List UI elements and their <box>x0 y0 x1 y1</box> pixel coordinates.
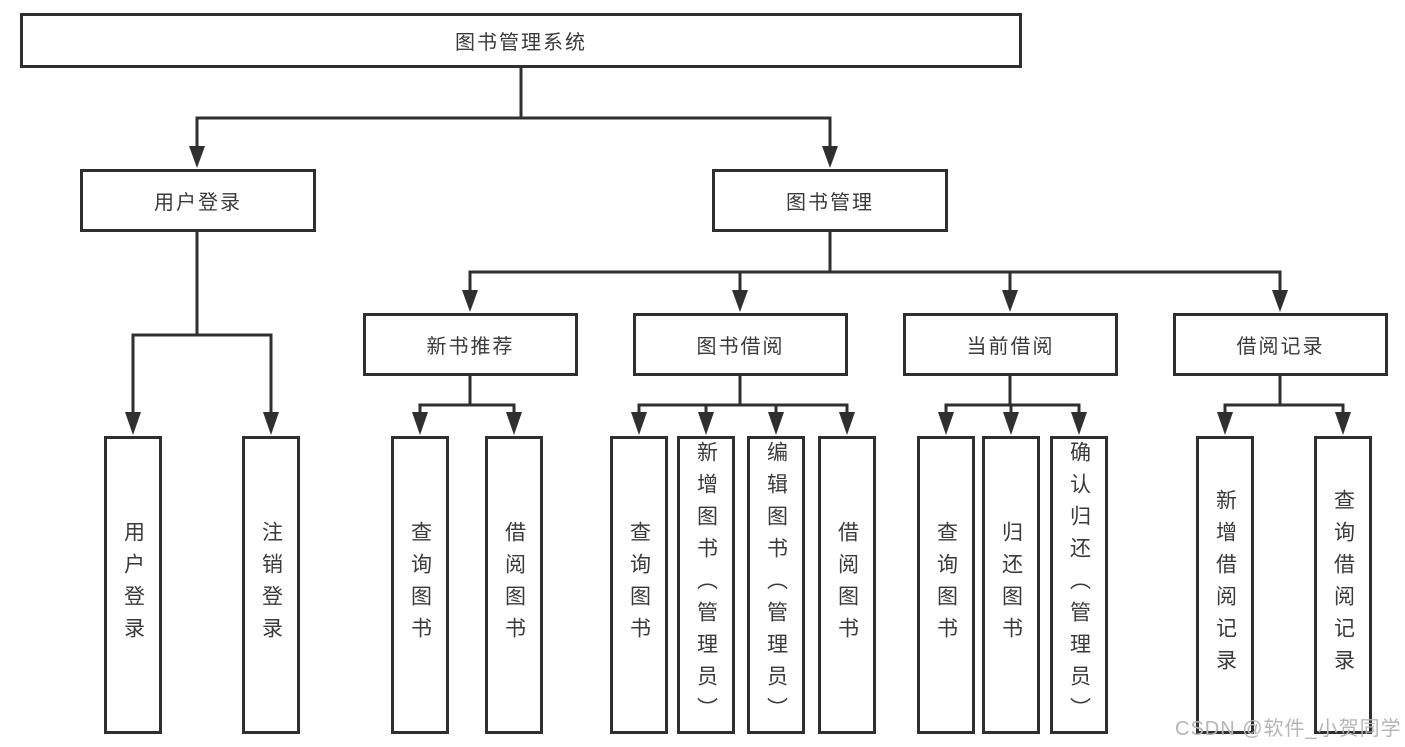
leaf-user-login: 用户登录 <box>104 436 162 734</box>
arrowhead-icon <box>839 412 855 435</box>
node-book-borrow-label: 图书借阅 <box>696 336 785 358</box>
arrowhead-icon <box>1002 290 1018 312</box>
leaf-user-login-label: 用户登录 <box>121 521 145 649</box>
connector-path <box>131 66 1345 416</box>
leaf-return-book: 归还图书 <box>982 436 1040 734</box>
leaf-borrow-books-1-label: 借阅图书 <box>502 521 526 649</box>
leaf-query-books-2: 查询图书 <box>610 436 668 734</box>
node-new-book-recommend-label: 新书推荐 <box>426 336 515 358</box>
arrowhead-icon <box>462 290 478 312</box>
arrowhead-icon <box>263 412 279 435</box>
arrowhead-icon <box>189 146 205 168</box>
arrowhead-icon <box>1071 412 1087 435</box>
leaf-query-borrow-record-label: 查询借阅记录 <box>1331 489 1355 681</box>
node-current-borrow-label: 当前借阅 <box>966 336 1055 358</box>
node-root: 图书管理系统 <box>20 13 1022 68</box>
node-user-login: 用户登录 <box>80 169 316 232</box>
leaf-add-book-admin: 新增图书（管理员） <box>677 436 735 734</box>
arrowhead-icon <box>1272 290 1288 312</box>
leaf-edit-book-admin: 编辑图书（管理员） <box>747 436 805 734</box>
leaf-logout: 注销登录 <box>242 436 300 734</box>
arrowhead-icon <box>1003 412 1019 435</box>
node-new-book-recommend: 新书推荐 <box>363 313 578 376</box>
node-borrow-records: 借阅记录 <box>1173 313 1388 376</box>
leaf-query-books-1: 查询图书 <box>391 436 449 734</box>
leaf-confirm-return-admin-label: 确认归还（管理员） <box>1067 441 1091 729</box>
leaf-query-books-2-label: 查询图书 <box>627 521 651 649</box>
leaf-logout-label: 注销登录 <box>259 521 283 649</box>
node-book-management: 图书管理 <box>712 169 948 232</box>
arrowhead-icon <box>125 412 141 435</box>
leaf-add-borrow-record: 新增借阅记录 <box>1196 436 1254 734</box>
arrowhead-icon <box>631 412 647 435</box>
node-current-borrow: 当前借阅 <box>903 313 1118 376</box>
leaf-borrow-books-1: 借阅图书 <box>485 436 543 734</box>
leaf-borrow-books-2: 借阅图书 <box>818 436 876 734</box>
leaf-return-book-label: 归还图书 <box>999 521 1023 649</box>
arrowhead-icon <box>1335 412 1351 435</box>
arrowhead-icon <box>698 412 714 435</box>
node-book-management-label: 图书管理 <box>786 192 874 214</box>
leaf-query-books-1-label: 查询图书 <box>408 521 432 649</box>
watermark: CSDN @软件_小贺同学 <box>1175 718 1402 740</box>
leaf-query-books-3: 查询图书 <box>917 436 975 734</box>
leaf-query-borrow-record: 查询借阅记录 <box>1314 436 1372 734</box>
leaf-add-book-admin-label: 新增图书（管理员） <box>694 441 718 729</box>
arrowhead-icon <box>938 412 954 435</box>
arrowhead-icon <box>506 412 522 435</box>
arrowhead-icon <box>732 290 748 312</box>
leaf-query-books-3-label: 查询图书 <box>934 521 958 649</box>
leaf-confirm-return-admin: 确认归还（管理员） <box>1050 436 1108 734</box>
leaf-edit-book-admin-label: 编辑图书（管理员） <box>764 441 788 729</box>
node-user-login-label: 用户登录 <box>154 192 242 214</box>
arrowhead-icon <box>1217 412 1233 435</box>
arrowhead-icon <box>822 146 838 168</box>
arrowhead-icon <box>768 412 784 435</box>
arrowhead-icon <box>412 412 428 435</box>
node-book-borrow: 图书借阅 <box>633 313 848 376</box>
leaf-add-borrow-record-label: 新增借阅记录 <box>1213 489 1237 681</box>
node-borrow-records-label: 借阅记录 <box>1236 336 1325 358</box>
leaf-borrow-books-2-label: 借阅图书 <box>835 521 859 649</box>
node-root-label: 图书管理系统 <box>455 32 587 54</box>
